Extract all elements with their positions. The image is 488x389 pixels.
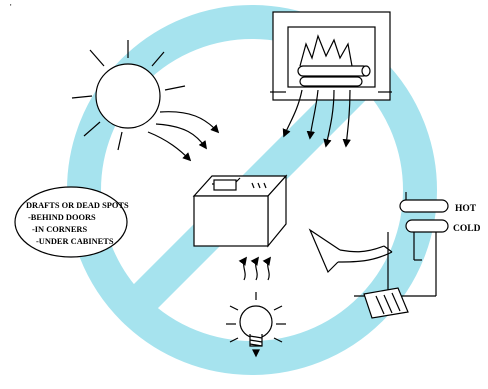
fireplace-icon	[270, 11, 392, 148]
cold-label: COLD	[453, 224, 481, 234]
hot-label: HOT	[455, 204, 477, 214]
bubble-line-2: -BEHIND DOORS	[28, 213, 96, 222]
sun-icon	[71, 40, 220, 162]
bubble-line-4: -UNDER CABINETS	[36, 237, 114, 246]
bubble-line-1: DRAFTS OR DEAD SPOTS	[26, 201, 129, 210]
light-bulb-icon	[226, 256, 286, 358]
drafts-bubble: DRAFTS OR DEAD SPOTS -BEHIND DOORS -IN C…	[14, 186, 129, 258]
thermostat-icon	[192, 174, 288, 248]
bubble-line-3: -IN CORNERS	[32, 225, 87, 234]
hot-cold-pipes-icon	[308, 192, 449, 319]
stray-mark: '	[10, 3, 12, 12]
